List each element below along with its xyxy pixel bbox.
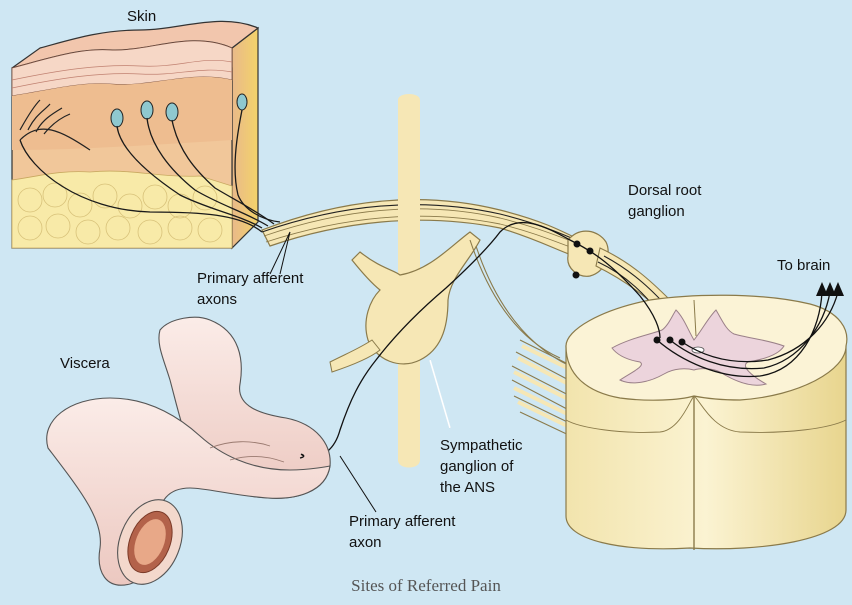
spinal-cord [566, 282, 847, 550]
label-sympathetic-ganglion-line3: the ANS [440, 479, 495, 497]
label-primary-afferent-axon-line2: axon [349, 534, 382, 552]
label-primary-afferent-axons-line2: axons [197, 291, 237, 309]
label-sympathetic-ganglion-line2: ganglion of [440, 458, 513, 476]
label-dorsal-root-ganglion-line1: Dorsal root [628, 182, 701, 200]
label-primary-afferent-axon-line1: Primary afferent [349, 513, 455, 531]
figure-caption: Sites of Referred Pain [0, 576, 852, 596]
skin-block [12, 21, 280, 248]
label-dorsal-root-ganglion-line2: ganglion [628, 203, 685, 221]
label-to-brain: To brain [777, 257, 830, 275]
nerve-bundle [262, 200, 606, 262]
label-primary-afferent-axons-line1: Primary afferent [197, 270, 303, 288]
skin-block-side [232, 28, 258, 248]
label-skin: Skin [127, 8, 156, 26]
label-sympathetic-ganglion-line1: Sympathetic [440, 437, 523, 455]
label-viscera: Viscera [60, 355, 110, 373]
